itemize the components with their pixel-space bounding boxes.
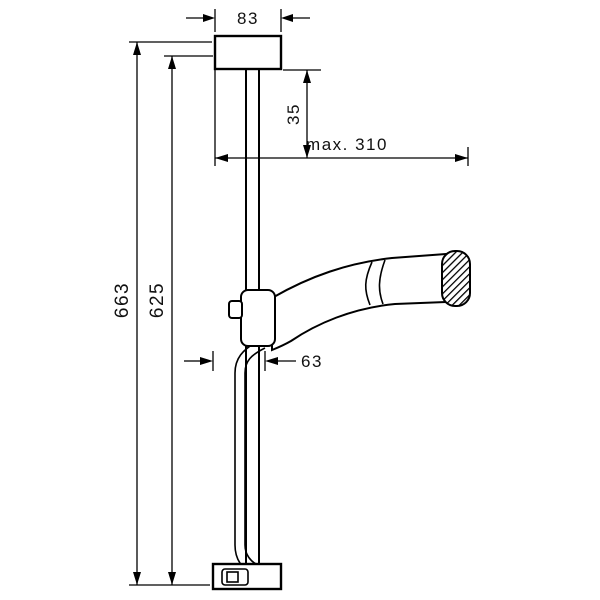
handle-head-detail-line: [378, 259, 386, 305]
spray-face-plate: [441, 250, 471, 307]
hose-inner-edge: [244, 347, 266, 567]
dimension-bracket-width: 83: [186, 9, 310, 32]
arrowhead: [303, 145, 311, 158]
holder-body: [240, 289, 276, 347]
dimension-hose-offset: 63: [184, 351, 323, 371]
dim-bar-length-label: 625: [147, 282, 168, 318]
dim-hose-offset-label: 63: [301, 352, 323, 371]
top-wall-bracket: [213, 34, 283, 71]
arrowhead: [133, 42, 141, 55]
product-structure: [211, 34, 471, 591]
bottom-bracket-insert: [221, 568, 249, 586]
slider-holder: [228, 289, 276, 347]
arrowhead: [168, 56, 176, 69]
arrowhead: [265, 357, 278, 365]
dimension-max-reach: max. 310: [214, 70, 469, 166]
dim-head-drop-label: 35: [284, 103, 303, 125]
bottom-wall-bracket: [211, 562, 283, 591]
dimension-head-drop: 35: [283, 69, 321, 158]
dimension-bar-length: 625: [147, 55, 213, 585]
dimension-overall-height: 663: [112, 41, 212, 586]
arrowhead: [303, 70, 311, 83]
arrowhead: [455, 154, 468, 162]
arrowhead: [215, 154, 228, 162]
handle-head-separator-line: [364, 261, 373, 306]
arrowhead: [203, 14, 215, 22]
arrowhead: [281, 14, 293, 22]
dim-bracket-width-label: 83: [237, 9, 259, 28]
hand-shower: [271, 250, 471, 352]
arrowhead: [200, 357, 213, 365]
arrowhead: [168, 572, 176, 585]
dim-overall-height-label: 663: [112, 282, 133, 318]
arrowhead: [133, 572, 141, 585]
holder-release-button: [228, 300, 243, 319]
dim-max-reach-label: max. 310: [306, 135, 388, 154]
bottom-bracket-detail: [226, 571, 239, 583]
dimensions: 83 max. 310 35 663: [112, 9, 469, 586]
